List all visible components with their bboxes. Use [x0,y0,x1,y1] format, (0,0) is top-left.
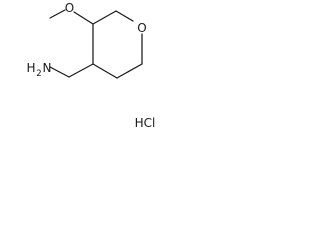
salt-label: HCl [135,116,156,130]
ring-bond-c6-c5 [116,63,143,79]
chemical-structure: O O H 2 N HCl [26,1,156,130]
ring-bond-c3-c2 [92,10,117,25]
ring-bond-c2-o [115,10,134,22]
methyl-o-bond [49,9,66,19]
amine-subscript-label: 2 [36,69,41,79]
amine-n-label: N [43,61,52,75]
amine-h-label: H [26,61,35,75]
o-c3-bond [73,11,94,25]
ch2-n-bond [49,66,70,78]
methoxy-oxygen-label: O [65,1,74,15]
ring-bond-c5-c4 [92,63,118,79]
c4-ch2-bond [68,63,94,78]
ring-oxygen-label: O [137,21,146,35]
